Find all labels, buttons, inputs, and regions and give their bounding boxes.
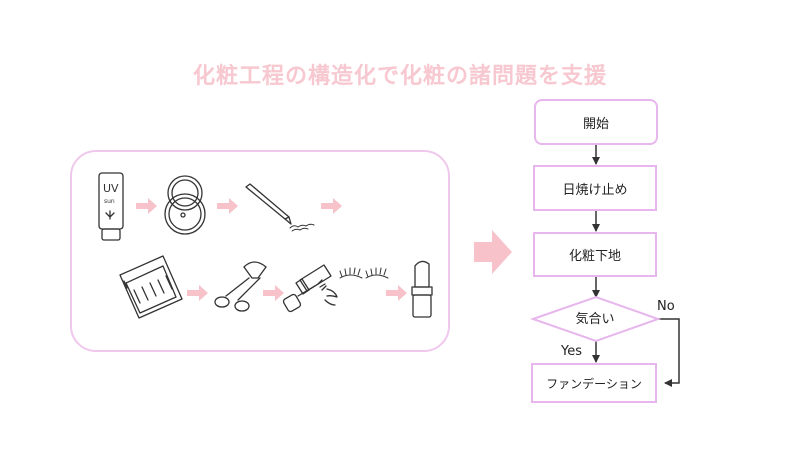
eyeshadow-palette-icon bbox=[119, 255, 183, 319]
false-eyelashes-icon bbox=[339, 267, 389, 279]
makeup-tools-panel bbox=[70, 150, 450, 352]
flow-node-start-label: 開始 bbox=[582, 116, 609, 132]
flow-node-sunscreen: 日焼け止め bbox=[533, 165, 657, 211]
flow-decision-label: 気合い bbox=[575, 312, 615, 327]
page-title: 化粧工程の構造化で化粧の諸問題を支援 bbox=[192, 64, 607, 89]
flow-edge-yes-label: Yes bbox=[561, 344, 582, 359]
flow-node-primer-label: 化粧下地 bbox=[568, 249, 621, 264]
sunscreen-icon: UV sun bbox=[98, 172, 124, 241]
eyelash-curler-icon bbox=[214, 261, 267, 312]
arrow-icon bbox=[217, 198, 238, 214]
arrow-icon bbox=[263, 285, 284, 301]
flow-edge-no-label: No bbox=[657, 299, 675, 314]
tool-sequence-arrows bbox=[136, 198, 407, 301]
mascara-icon bbox=[282, 264, 338, 313]
flow-node-primer: 化粧下地 bbox=[533, 232, 657, 277]
arrow-icon bbox=[136, 198, 157, 214]
sunscreen-label-uv: UV bbox=[103, 182, 119, 195]
flow-node-foundation: ファンデーション bbox=[531, 363, 657, 403]
decision-diamond bbox=[529, 295, 661, 343]
eyebrow-pencil-icon bbox=[245, 183, 315, 232]
lipstick-icon bbox=[411, 260, 433, 318]
flow-node-sunscreen-label: 日焼け止め bbox=[562, 182, 628, 198]
sunscreen-label-sun: sun bbox=[104, 198, 115, 205]
arrow-icon bbox=[321, 198, 342, 214]
big-arrow-icon bbox=[474, 230, 512, 274]
flow-node-foundation-label: ファンデーション bbox=[546, 376, 642, 391]
flow-node-start: 開始 bbox=[534, 99, 658, 145]
arrow-icon bbox=[187, 285, 208, 301]
compact-mirror-icon bbox=[164, 175, 206, 235]
arrow-icon bbox=[386, 285, 407, 301]
